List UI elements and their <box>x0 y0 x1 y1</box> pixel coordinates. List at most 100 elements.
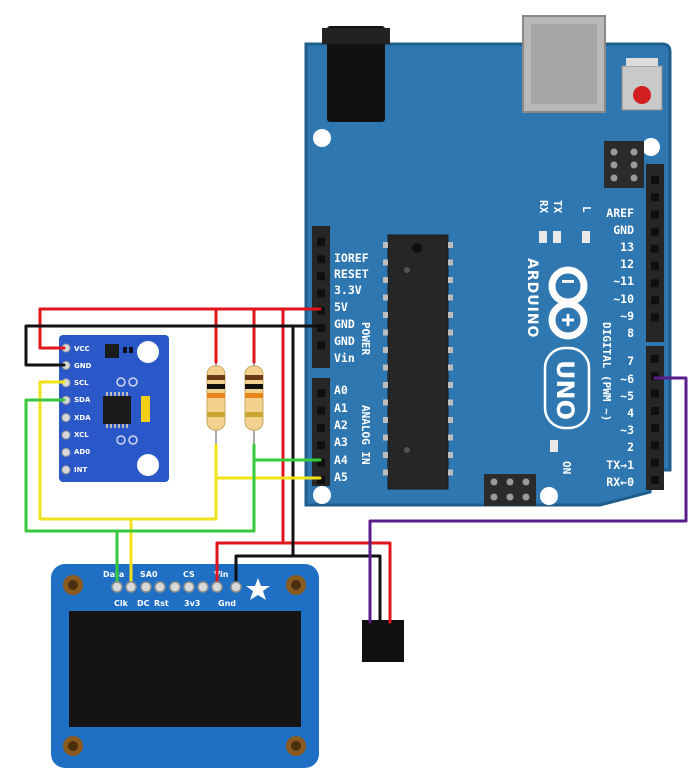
digital-header-bottom <box>646 346 664 490</box>
oled-label-vin: Vin <box>214 570 229 579</box>
header-socket <box>317 289 325 298</box>
reset-button-cap <box>633 86 651 104</box>
oled-pin-labels: Data SA0 CS Vin Clk DC Rst 3v3 Gnd <box>103 570 236 608</box>
pullup-resistor-1 <box>206 360 226 445</box>
rx-label: RX <box>537 200 550 214</box>
regulator <box>105 344 119 358</box>
pin-label-d4: 4 <box>627 406 634 420</box>
wire-5v-sensor <box>38 307 322 350</box>
chip-leg <box>110 392 112 396</box>
smd-led <box>116 377 126 387</box>
oled-screen <box>69 611 301 727</box>
header-socket <box>651 355 659 363</box>
pin-label-d9: ~9 <box>620 309 634 323</box>
arduino-uno-board: IOREF RESET 3.3V 5V GND GND Vin POWER A0… <box>304 15 672 507</box>
sensor-pin-pad <box>61 413 71 423</box>
pin-label-gnd-digital: GND <box>613 223 634 237</box>
pin-label-a0: A0 <box>334 383 348 397</box>
crystal <box>141 396 150 422</box>
reset-button-top <box>626 58 658 66</box>
sensor-pin-xcl: XCL <box>74 431 89 439</box>
on-led <box>550 440 558 452</box>
header-socket <box>651 389 659 398</box>
header-socket <box>651 441 659 450</box>
header-socket <box>317 255 325 264</box>
pin-label-d11: ~11 <box>613 274 634 288</box>
chip-leg <box>448 417 453 423</box>
chip-leg <box>383 312 388 318</box>
microcontroller-chip <box>387 234 449 490</box>
wire-sda-sensor <box>24 398 256 533</box>
oled-pin-pad <box>230 581 242 593</box>
sensor-chip <box>103 396 131 424</box>
analog-pin-labels: A0 A1 A2 A3 A4 A5 <box>334 383 348 484</box>
header-socket <box>651 372 659 381</box>
pin-label-gnd-1: GND <box>334 317 355 331</box>
sensor-pin-int: INT <box>74 466 87 474</box>
chip-leg <box>383 364 388 371</box>
chip-leg <box>448 312 453 318</box>
wire-gnd-probe <box>291 554 382 624</box>
chip-leg <box>114 392 116 396</box>
oled-label-data: Data <box>103 570 124 579</box>
header-socket <box>317 423 325 432</box>
digital-pin-labels-bottom: 7 ~6 ~5 4 ~3 2 TX→1 RX←0 <box>606 354 634 489</box>
chip-leg <box>383 452 388 458</box>
chip-leg <box>118 392 120 396</box>
chip-leg <box>106 392 108 396</box>
header-socket <box>651 262 659 270</box>
chip-leg <box>126 392 128 396</box>
chip-leg <box>383 329 388 336</box>
mounting-hole <box>540 487 558 505</box>
sensor-pin-gnd: GND <box>74 362 92 370</box>
chip-leg <box>448 364 453 371</box>
tx-led <box>539 231 547 243</box>
chip-leg <box>448 469 453 476</box>
pin-label-a2: A2 <box>334 418 348 432</box>
pin-label-d3: ~3 <box>620 423 634 437</box>
usb-port-inner <box>531 24 597 104</box>
pin-label-d1: TX→1 <box>606 458 634 472</box>
oled-label-cs: CS <box>183 570 195 579</box>
oled-label-rst: Rst <box>154 599 169 608</box>
chip-leg <box>126 424 128 428</box>
chip-leg <box>122 424 124 428</box>
header-socket <box>651 476 659 485</box>
pin-label-a3: A3 <box>334 435 348 449</box>
sensor-pin-sda: SDA <box>74 396 91 404</box>
wire-5v-oled <box>215 307 285 586</box>
pin-label-d6: ~6 <box>620 372 634 386</box>
header-socket <box>317 406 325 415</box>
wires <box>24 307 688 624</box>
pin-label-gnd-2: GND <box>334 334 355 348</box>
header-socket <box>651 244 659 253</box>
chip-leg <box>383 417 388 423</box>
rx-led <box>553 231 561 243</box>
pin-label-a4: A4 <box>334 453 348 467</box>
pin-label-3v3: 3.3V <box>334 283 362 297</box>
chip-leg <box>448 294 453 301</box>
chip-leg <box>448 452 453 458</box>
oled-pin-pad <box>125 581 137 593</box>
smd-led <box>128 435 138 445</box>
arduino-brand-label: ARDUINO <box>524 258 540 338</box>
oled-pin-pad <box>183 581 195 593</box>
wire-d6-probe <box>368 376 688 624</box>
pin-label-d5: ~5 <box>620 389 634 403</box>
oled-label-clk: Clk <box>114 599 129 608</box>
chip-leg <box>448 329 453 336</box>
oled-label-dc: DC <box>137 599 150 608</box>
pin-label-d8: 8 <box>627 326 634 340</box>
chip-leg <box>383 259 388 266</box>
mounting-hole <box>313 129 331 147</box>
chip-leg <box>448 399 453 406</box>
header-socket <box>317 476 325 484</box>
tx-label: TX <box>551 200 564 214</box>
pullup-resistor-2 <box>244 360 264 445</box>
digital-pin-labels-top: AREF GND 13 12 ~11 ~10 ~9 8 <box>606 206 634 340</box>
pin-label-vin: Vin <box>334 351 355 365</box>
oled-pin-pad <box>169 581 181 593</box>
chip-leg <box>383 347 388 353</box>
header-socket <box>651 406 659 415</box>
chip-leg <box>110 424 112 428</box>
